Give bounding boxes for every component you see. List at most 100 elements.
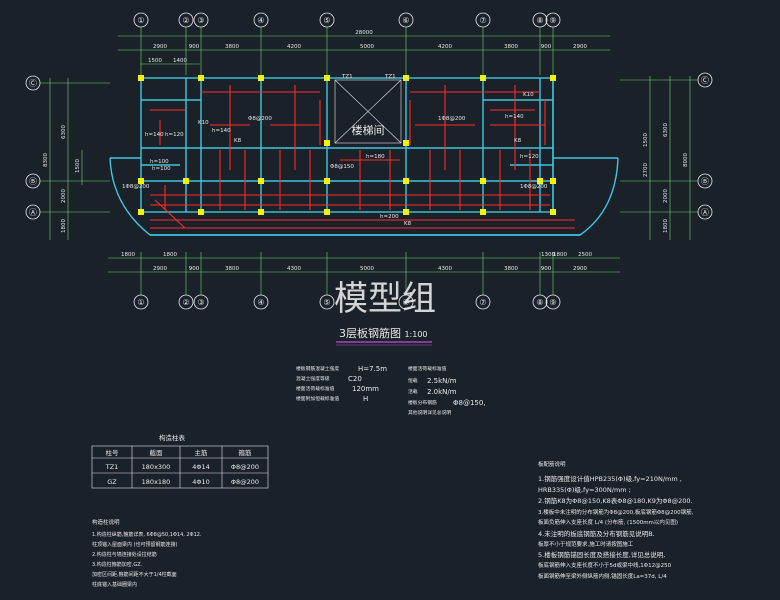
column-table-cell: TZ1 [105,463,119,471]
h-label-4: h=100 [150,159,169,165]
dim-bottom-extra-2: 1800 [163,252,177,258]
notes-right-line-5: 板面负筋伸入支座长度 L/4 (分布筋, (1500mm以内见图) [538,518,678,526]
rebar-label-2: K8 [234,138,242,144]
dim-top-6: 4200 [438,44,452,50]
notes-left-line-1: 1.构造柱纵筋,箍筋详表, 6Φ8@50,1Φ14, 2Φ12. [92,531,202,538]
column-table-cell: 180x300 [142,463,171,471]
axis-col-6-top: ⑥ [402,16,409,25]
dim-left-sub: 1500 [75,159,81,173]
dim-bottom-1: 2900 [153,266,167,272]
column-table-cell: 4Φ10 [192,478,210,486]
dim-bottom-6: 4300 [438,266,452,272]
dim-bottom-3: 3800 [225,266,239,272]
stair-label: 楼梯间 [352,123,385,137]
h-label-1: h=140 [145,132,164,138]
dim-top-3: 3800 [225,44,239,50]
axis-row-c-right: Ⓒ [701,76,709,85]
axis-col-2-top: ② [182,16,189,25]
column-table-cell: 4Φ14 [192,463,210,471]
dim-bottom-2: 900 [189,266,200,272]
notes-left-line-4: 3.构造柱箍筋加密,GZ. [92,561,143,568]
dim-right-1: 6300 [663,123,669,137]
note-mid-right-val-1: 2.5kN/m [427,377,457,385]
top-dimension-lines [118,27,610,75]
notes-right-line-9: 板底钢筋伸入支座长度不小于5d或梁中线,1Φ12@250 [538,561,672,569]
rebar-label-9: K10 [523,92,534,98]
dim-left-2: 2000 [61,189,67,203]
dim-left-overall: 8300 [43,153,49,167]
column-table-cell: Φ8@200 [231,478,259,486]
notes-left-line-2: 柱顶锚入屋面梁内 (也可预留钢筋连接) [92,541,178,548]
right-dimension-lines [620,76,698,240]
dim-bottom-5: 5000 [360,266,374,272]
stair-opening [334,79,402,144]
axis-col-5-top: ⑤ [323,16,330,25]
tz1-label-a: TZ1 [341,74,353,80]
note-mid-right-3: 活载 [408,388,418,395]
h-label-2: h=120 [165,132,184,138]
note-mid-left-val-4: H [363,395,368,403]
dim-top-4: 4200 [287,44,301,50]
dim-top-8: 900 [541,44,552,50]
dim-top-9: 2900 [573,44,587,50]
dim-right-overall: 8000 [683,153,689,167]
axis-col-4-bottom: ④ [257,298,264,307]
axis-col-5-bottom: ⑤ [323,298,330,307]
dim-top-overall: 28000 [355,30,373,36]
dim-right-sub-2: 2700 [643,163,649,177]
notes-left-line-6: 柱底锚入基础圈梁内 [92,581,137,588]
column-table-cell: Φ8@200 [231,463,259,471]
dim-top-5: 5000 [360,44,374,50]
dim-left-3: 1800 [61,219,67,233]
dim-right-2: 2000 [663,189,669,203]
dim-bottom-extra-3: 1800 [553,252,567,258]
dim-bottom-extra-4: 1300 [541,252,555,258]
column-table-header-2: 截面 [150,448,164,457]
axis-col-2-bottom: ② [182,298,189,307]
h-label-5: h=180 [366,154,385,160]
rebar-label-3: K8 [404,221,412,227]
note-mid-right-2: 恒载 [408,377,418,384]
axis-col-3-top: ③ [197,16,204,25]
left-axis-bubbles [25,75,41,220]
dim-bottom-7: 3800 [504,266,518,272]
notes-right-line-1: 1.钢筋强度设计值HPB235(Φ)级,fy=210N/mm , [538,474,682,483]
notes-left-title: 构造柱说明 [92,518,120,526]
notes-right-line-10: 板面钢筋伸至梁外侧纵筋内侧,锚固长度La=37d, L/4 [538,572,667,580]
note-mid-left-val-3: 120mm [352,385,379,393]
notes-right-line-7: 板厚不小于规范要求,施工时请按图施工 [538,540,634,548]
note-mid-left-2: 混凝土强度等级 [296,375,330,382]
dim-bottom-9: 2900 [573,266,587,272]
structural-columns [138,75,556,215]
right-axis-bubbles [697,72,713,220]
left-dimension-lines [40,78,110,240]
rebar-label-5: 1Φ8@200 [122,184,150,190]
plan-outline [109,77,619,236]
watermark: 模型组 [334,279,436,319]
h-label-8: h=120 [520,154,539,160]
column-table-header-1: 柱号 [106,448,120,457]
notes-right-line-8: 5.楼板钢筋锚固长度及搭接长度,详见总说明, [538,550,665,559]
axis-col-8-bottom: ⑧ [536,298,543,307]
note-mid-left-val-1: H=7.5m [358,365,387,373]
notes-right-line-2: HRB335(Φ)级,fy=300N/mm ; [538,485,631,494]
rebar-label-1: Φ8@200 [248,116,272,122]
h-label-9: h=100 [152,166,171,172]
dim-top-sub-2: 1400 [173,58,187,64]
h-label-6: h=200 [380,214,399,220]
rebar-label-4: K10 [198,120,209,126]
note-mid-left-1: 楼板钢筋混凝土强度 [296,365,339,372]
axis-col-9-top: ⑨ [549,16,556,25]
dim-top-sub-1: 1500 [148,58,162,64]
rebar-label-6: Φ8@150 [330,164,354,170]
drawing-title: 3层板钢筋图 [339,326,401,340]
notes-right-title: 板配筋说明 [538,460,566,468]
column-table-cell: GZ [107,478,117,486]
dim-bottom-8: 900 [541,266,552,272]
axis-row-b-left: Ⓑ [29,177,37,186]
rebar-label-10: 1Φ8@200 [438,116,466,122]
axis-col-6-bottom: ⑥ [402,298,409,307]
axis-row-b-right: Ⓑ [701,177,709,186]
axis-col-7-bottom: ⑦ [479,298,486,307]
